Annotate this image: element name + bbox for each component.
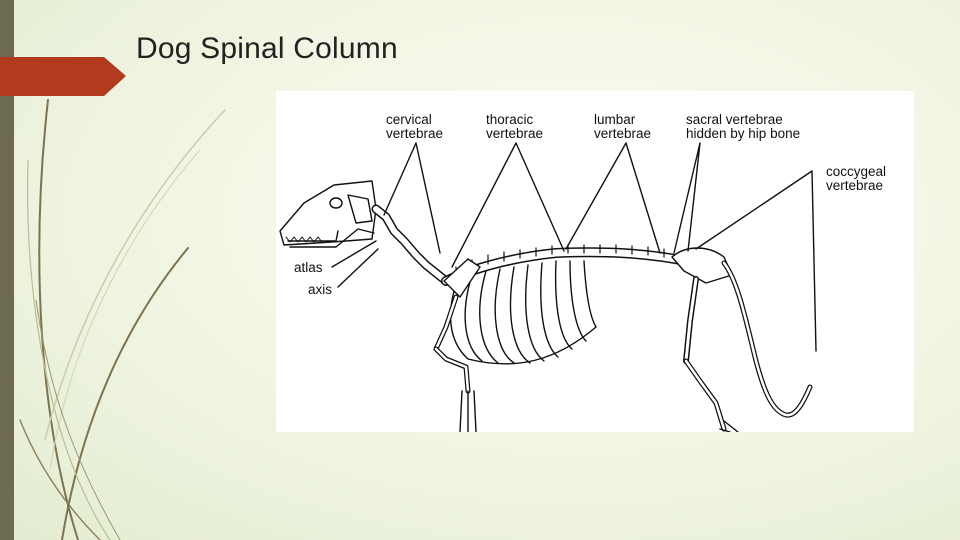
- label-coccygeal-vertebrae: vertebrae: [826, 178, 884, 193]
- dog-skeleton-figure: cervical vertebrae thoracic vertebrae lu…: [276, 91, 914, 432]
- label-sacral-vertebrae: sacral vertebrae: [686, 112, 783, 127]
- label-lumbar: lumbar: [594, 112, 636, 127]
- label-cervical: cervical: [386, 112, 432, 127]
- left-accent-bar: [0, 0, 14, 540]
- label-coccygeal: coccygeal: [826, 164, 887, 179]
- grass-decoration: [19, 99, 226, 540]
- label-thoracic-vertebrae: vertebrae: [486, 126, 544, 141]
- title-accent-tab: [0, 57, 126, 96]
- label-hidden-by-hip-bone: hidden by hip bone: [686, 126, 801, 141]
- label-lumbar-vertebrae: vertebrae: [594, 126, 652, 141]
- label-axis: axis: [308, 282, 333, 297]
- slide-title: Dog Spinal Column: [136, 32, 398, 65]
- dog-skeleton-illustration: [279, 142, 817, 432]
- label-cervical-vertebrae: vertebrae: [386, 126, 444, 141]
- label-atlas: atlas: [294, 260, 323, 275]
- label-thoracic: thoracic: [486, 112, 534, 127]
